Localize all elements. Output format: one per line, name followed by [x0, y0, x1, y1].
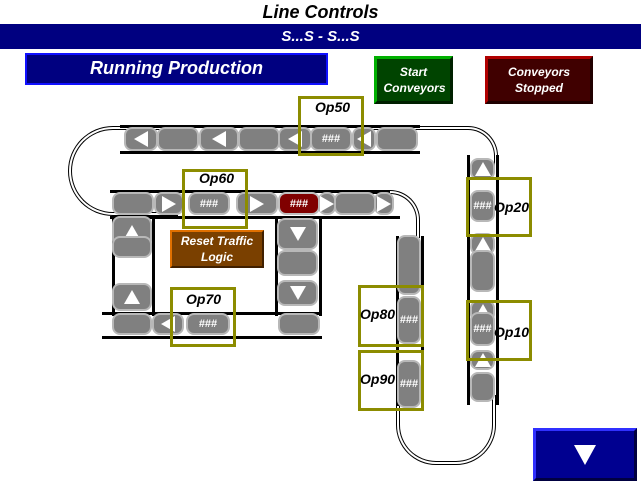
pallet — [278, 127, 312, 151]
pallet — [277, 250, 318, 276]
arrow-down-icon — [289, 286, 306, 300]
conveyor-rail — [110, 190, 390, 193]
conveyor-rail — [319, 216, 322, 316]
pallet — [470, 158, 495, 180]
station-pallet: ### — [470, 312, 495, 346]
pallet — [277, 280, 318, 306]
pallet — [112, 236, 152, 258]
arrow-left-icon — [357, 131, 371, 147]
arrow-left-icon — [134, 131, 148, 147]
traffic-pallet: ### — [278, 192, 320, 215]
arrow-right-icon — [162, 195, 176, 212]
station-label: Op80 — [360, 306, 396, 322]
conveyor-rail — [152, 216, 155, 316]
pallet — [334, 192, 376, 215]
station-label: Op60 — [199, 170, 235, 186]
conveyor-rail — [120, 125, 420, 128]
pallet — [157, 127, 199, 151]
arrow-up-icon — [474, 237, 491, 251]
station-box-op70[interactable] — [170, 287, 236, 347]
conveyor-rail — [120, 151, 420, 154]
station-pallet: ### — [310, 127, 352, 151]
mode-status: Running Production — [25, 53, 328, 85]
pallet — [154, 192, 184, 215]
pallet — [352, 127, 376, 151]
pallet — [112, 192, 154, 215]
line-subtitle-bar: S...S - S...S — [0, 24, 641, 49]
pallet — [112, 283, 152, 311]
conveyor-curve — [396, 395, 496, 465]
arrow-up-icon — [124, 225, 140, 239]
arrow-right-icon — [250, 195, 264, 212]
pallet — [376, 127, 418, 151]
pallet — [470, 372, 495, 402]
station-label: Op10 — [494, 324, 530, 340]
conveyor-rail — [110, 216, 400, 219]
station-pallet: ### — [397, 360, 421, 408]
arrow-right-icon — [320, 195, 334, 212]
station-pallet: ### — [188, 192, 230, 215]
conveyor-rail — [102, 336, 322, 339]
station-pallet: ### — [470, 190, 495, 222]
conveyor-rail — [496, 155, 499, 405]
arrow-left-icon — [212, 131, 226, 147]
pallet — [199, 127, 239, 151]
reset-traffic-logic-label: Reset Traffic Logic — [180, 234, 254, 264]
station-box-op60[interactable] — [182, 169, 248, 229]
pallet — [124, 127, 158, 151]
pallet — [470, 250, 495, 292]
station-label: Op90 — [360, 371, 396, 387]
pallet — [112, 313, 152, 335]
station-box-op90[interactable] — [358, 350, 424, 411]
arrow-up-icon — [124, 290, 140, 304]
start-conveyors-button[interactable]: Start Conveyors — [374, 56, 453, 104]
arrow-up-icon — [474, 162, 491, 176]
reset-traffic-logic-button[interactable]: Reset Traffic Logic — [170, 230, 264, 268]
pallet — [238, 127, 280, 151]
arrow-right-icon — [377, 195, 391, 212]
station-pallet: ### — [186, 313, 230, 335]
conveyor-rail — [467, 155, 470, 405]
station-label: Op20 — [494, 199, 530, 215]
screen-title: Line Controls — [262, 2, 379, 22]
conveyor-rail — [275, 216, 278, 316]
arrow-down-icon — [289, 227, 306, 241]
conveyor-curve — [370, 126, 498, 166]
station-label: Op50 — [315, 99, 351, 115]
conveyors-stopped-label: Conveyors Stopped — [507, 65, 571, 95]
conveyors-stopped-button[interactable]: Conveyors Stopped — [485, 56, 593, 104]
start-conveyors-label: Start Conveyors — [383, 65, 446, 95]
station-label: Op70 — [186, 291, 222, 307]
pallet — [278, 313, 320, 335]
station-box-op80[interactable] — [358, 285, 424, 347]
station-pallet: ### — [397, 296, 421, 344]
station-box-op50[interactable] — [298, 96, 364, 156]
station-box-op10[interactable] — [466, 300, 532, 361]
pallet — [277, 218, 318, 250]
conveyor-curve — [360, 190, 420, 238]
down-triangle-icon — [574, 444, 596, 465]
page-down-button[interactable] — [533, 428, 637, 481]
pallet — [374, 192, 394, 215]
station-box-op20[interactable] — [466, 177, 532, 237]
conveyor-rail — [112, 216, 115, 316]
